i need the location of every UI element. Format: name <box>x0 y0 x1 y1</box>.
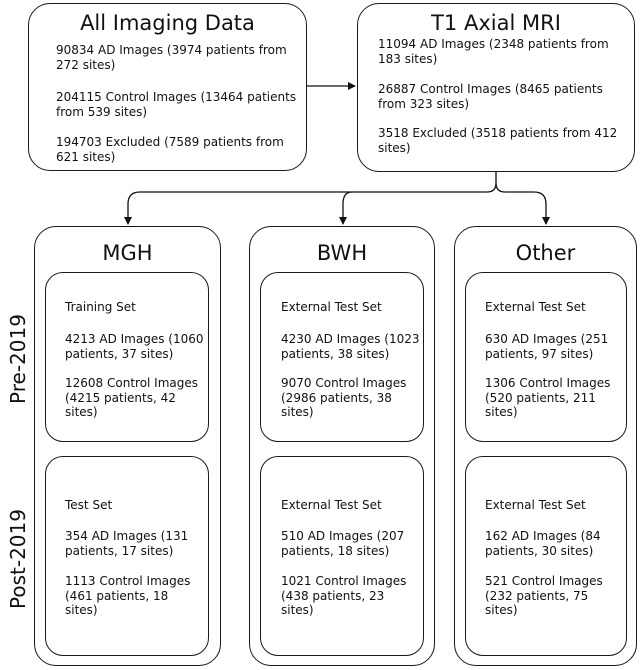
bwh-post-ad: 510 AD Images (207 patients, 18 sites) <box>281 529 405 558</box>
other-post-set: External Test Set <box>485 498 586 512</box>
all-imaging-excluded: 194703 Excluded (7589 patients from 621 … <box>56 135 284 164</box>
bwh-post-control: 1021 Control Images (438 patients, 23 si… <box>281 574 407 617</box>
all-imaging-data-box: All Imaging Data 90834 AD Images (3974 p… <box>28 3 307 171</box>
other-post-control: 521 Control Images (232 patients, 75 sit… <box>485 574 603 617</box>
mgh-pre-ad: 4213 AD Images (1060 patients, 37 sites) <box>65 332 204 361</box>
row-label-post-2019: Post-2019 <box>6 509 30 609</box>
all-imaging-ad: 90834 AD Images (3974 patients from 272 … <box>56 43 287 72</box>
mgh-pre-set: Training Set <box>65 300 136 314</box>
other-post-ad: 162 AD Images (84 patients, 30 sites) <box>485 529 601 558</box>
mgh-post-set: Test Set <box>65 498 113 512</box>
t1-axial-title: T1 Axial MRI <box>431 11 561 35</box>
bwh-post-2019-box: External Test Set 510 AD Images (207 pat… <box>260 456 424 656</box>
t1-axial-ad: 11094 AD Images (2348 patients from 183 … <box>378 37 609 66</box>
all-imaging-control: 204115 Control Images (13464 patients fr… <box>56 90 297 119</box>
bwh-post-set: External Test Set <box>281 498 382 512</box>
mgh-post-ad: 354 AD Images (131 patients, 17 sites) <box>65 529 189 558</box>
other-pre-ad: 630 AD Images (251 patients, 97 sites) <box>485 332 609 361</box>
arrow-to-bwh <box>339 191 353 225</box>
mgh-post-control: 1113 Control Images (461 patients, 18 si… <box>65 574 191 617</box>
bwh-pre-set: External Test Set <box>281 300 382 314</box>
bwh-pre-control: 9070 Control Images (2986 patients, 38 s… <box>281 376 407 419</box>
mgh-title: MGH <box>102 241 153 265</box>
t1-axial-excluded: 3518 Excluded (3518 patients from 412 si… <box>378 126 618 155</box>
t1-axial-mri-box: T1 Axial MRI 11094 AD Images (2348 patie… <box>357 3 635 172</box>
arrow-to-other <box>495 182 550 225</box>
mgh-pre-control: 12608 Control Images (4215 patients, 42 … <box>65 376 199 419</box>
other-pre-2019-box: External Test Set 630 AD Images (251 pat… <box>465 272 627 442</box>
bwh-pre-ad: 4230 AD Images (1023 patients, 38 sites) <box>281 332 420 361</box>
arrow-t1-branch <box>124 172 497 225</box>
other-pre-control: 1306 Control Images (520 patients, 211 s… <box>485 376 611 419</box>
other-post-2019-box: External Test Set 162 AD Images (84 pati… <box>465 456 627 656</box>
mgh-pre-2019-box: Training Set 4213 AD Images (1060 patien… <box>45 272 209 442</box>
other-pre-set: External Test Set <box>485 300 586 314</box>
other-title: Other <box>515 241 576 265</box>
row-label-pre-2019: Pre-2019 <box>6 314 30 404</box>
mgh-post-2019-box: Test Set 354 AD Images (131 patients, 17… <box>45 456 209 656</box>
bwh-pre-2019-box: External Test Set 4230 AD Images (1023 p… <box>260 272 424 442</box>
bwh-title: BWH <box>316 241 368 265</box>
all-imaging-title: All Imaging Data <box>80 11 255 35</box>
t1-axial-control: 26887 Control Images (8465 patients from… <box>378 82 603 111</box>
